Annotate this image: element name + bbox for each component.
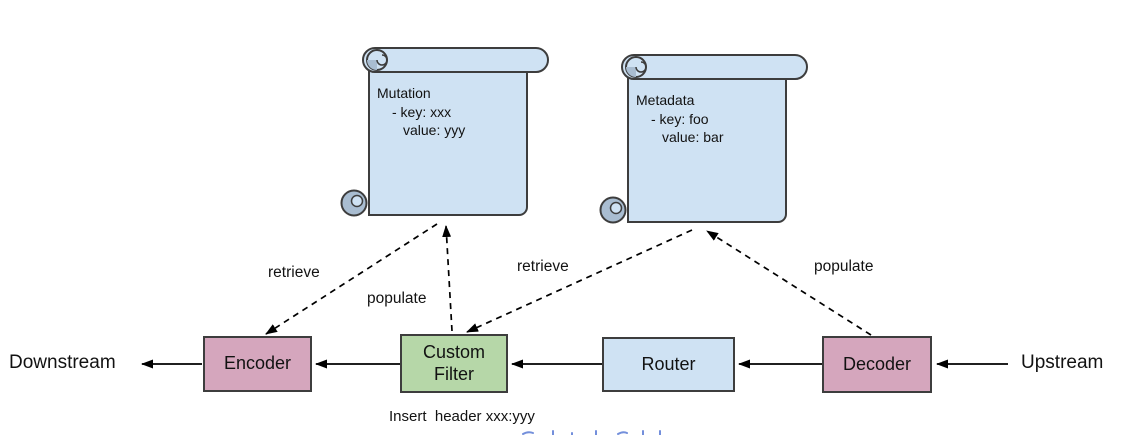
metadata-scroll-value: value: bar bbox=[662, 129, 724, 145]
retrieve-left-label: retrieve bbox=[268, 264, 320, 281]
upstream-label: Upstream bbox=[1021, 352, 1104, 373]
mutation-scroll-text: Mutation - key: xxx value: yyy bbox=[377, 84, 465, 140]
encoder-node: Encoder bbox=[203, 336, 312, 392]
metadata-scroll-title: Metadata bbox=[636, 92, 695, 108]
mutation-scroll-value: value: yyy bbox=[403, 122, 466, 138]
decoder-node-label: Decoder bbox=[842, 353, 912, 374]
cropped-blue-text-fragment bbox=[522, 430, 661, 435]
retrieve-right-label: retrieve bbox=[517, 258, 569, 275]
router-node-label: Router bbox=[641, 353, 696, 374]
custom-filter-node-label: Custom Filter bbox=[422, 341, 485, 384]
metadata-scroll-text: Metadata - key: foo value: bar bbox=[636, 91, 723, 147]
dashed-arrow-populate-customfilter-to-mutation bbox=[442, 225, 453, 332]
insert-header-caption: Insert header xxx:yyy bbox=[389, 408, 535, 425]
dashed-arrows bbox=[265, 223, 872, 336]
mutation-scroll-title: Mutation bbox=[377, 85, 431, 101]
custom-filter-node: Custom Filter bbox=[400, 334, 508, 393]
populate-left-label: populate bbox=[367, 290, 427, 307]
dashed-arrow-populate-decoder-to-metadata bbox=[706, 230, 872, 336]
router-node: Router bbox=[602, 337, 735, 392]
metadata-scroll-key: - key: foo bbox=[651, 110, 709, 127]
encoder-node-label: Encoder bbox=[223, 353, 292, 374]
populate-right-label: populate bbox=[814, 258, 874, 275]
downstream-label: Downstream bbox=[9, 352, 116, 373]
decoder-node: Decoder bbox=[822, 336, 932, 393]
dashed-arrow-retrieve-metadata-to-customfilter bbox=[466, 229, 693, 333]
dashed-arrow-retrieve-mutation-to-encoder bbox=[265, 223, 438, 335]
mutation-scroll-key: - key: xxx bbox=[392, 103, 452, 120]
